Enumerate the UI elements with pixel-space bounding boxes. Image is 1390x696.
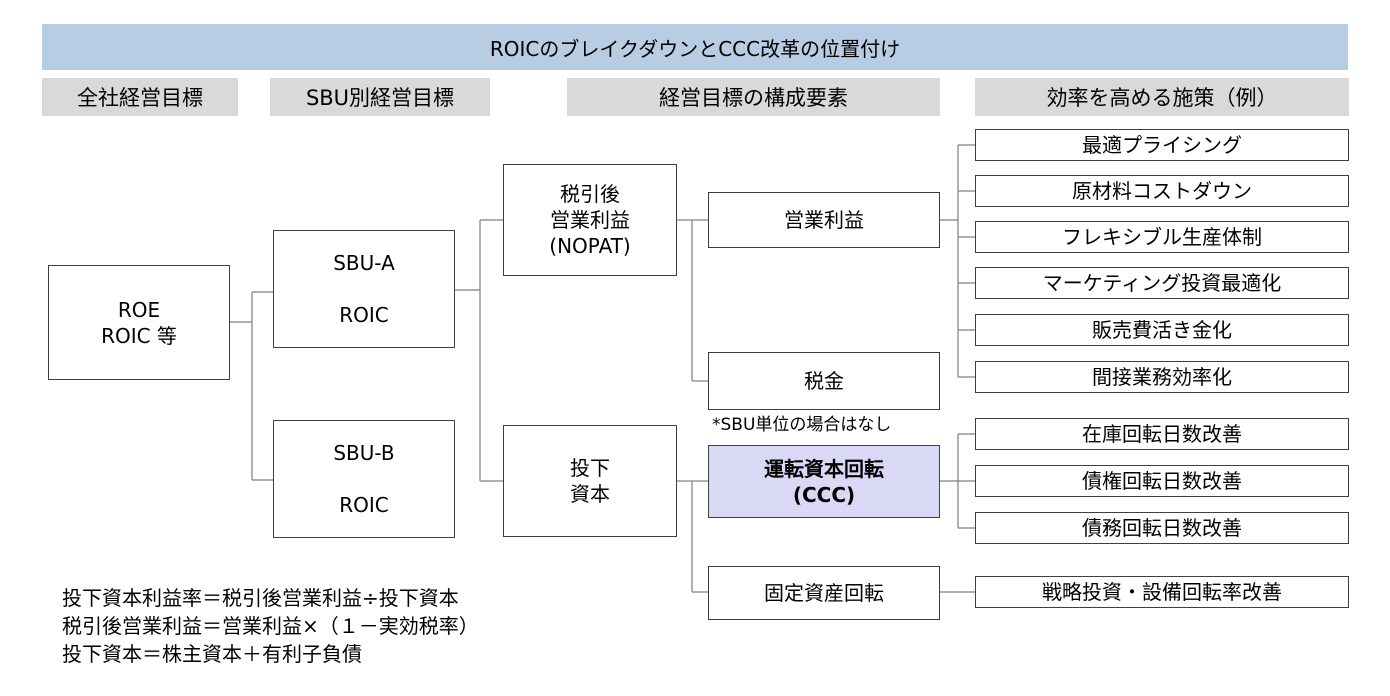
node-invested-capital: 投下 資本 (503, 425, 677, 537)
node-roe-roic: ROE ROIC 等 (48, 265, 230, 380)
formula-nopat: 税引後営業利益＝営業利益×（１－実効税率） (62, 614, 479, 638)
node-operating-profit: 営業利益 (708, 192, 940, 248)
measure-marketing-investment: マーケティング投資最適化 (975, 267, 1349, 299)
measure-payable-days: 債務回転日数改善 (975, 512, 1349, 544)
measure-material-cost-down: 原材料コストダウン (975, 175, 1349, 207)
formula-list: 投下資本利益率＝税引後営業利益÷投下資本 税引後営業利益＝営業利益×（１－実効税… (62, 584, 479, 668)
ccc-line2: (CCC) (792, 482, 856, 507)
formula-invested-capital: 投下資本＝株主資本＋有利子負債 (62, 642, 362, 666)
measure-sales-expense: 販売費活き金化 (975, 314, 1349, 346)
node-fixed-asset-turnover: 固定資産回転 (708, 566, 940, 620)
tax-note: *SBU単位の場合はなし (712, 415, 892, 435)
header-components: 経営目標の構成要素 (567, 78, 940, 116)
capital-line1: 投下 (570, 456, 610, 480)
formula-roic: 投下資本利益率＝税引後営業利益÷投下資本 (62, 586, 459, 610)
node-nopat: 税引後 営業利益 (NOPAT) (503, 164, 677, 276)
measure-indirect-efficiency: 間接業務効率化 (975, 361, 1349, 393)
node-sbu-b: SBU-B ROIC (273, 420, 455, 538)
nopat-line2: 営業利益 (550, 208, 630, 232)
measure-optimal-pricing: 最適プライシング (975, 129, 1349, 161)
nopat-line3: (NOPAT) (549, 234, 631, 258)
nopat-line1: 税引後 (560, 182, 620, 206)
ccc-line1: 運転資本回転 (764, 456, 884, 481)
diagram-title: ROICのブレイクダウンとCCC改革の位置付け (42, 24, 1348, 70)
measure-inventory-days: 在庫回転日数改善 (975, 418, 1349, 450)
capital-line2: 資本 (570, 482, 610, 506)
header-measures: 効率を高める施策（例） (975, 78, 1349, 116)
header-company-goal: 全社経営目標 (42, 78, 238, 116)
measure-receivable-days: 債権回転日数改善 (975, 465, 1349, 497)
node-roe-label: ROE (117, 297, 161, 322)
sbu-a-label: SBU-A (333, 251, 395, 275)
node-working-capital-ccc: 運転資本回転 (CCC) (708, 445, 940, 518)
sbu-a-roic-label: ROIC (339, 303, 389, 327)
measure-flexible-production: フレキシブル生産体制 (975, 221, 1349, 253)
node-roic-label: ROIC 等 (101, 323, 177, 348)
sbu-b-roic-label: ROIC (339, 493, 389, 517)
header-sbu-goal: SBU別経営目標 (270, 78, 490, 116)
node-tax: 税金 (708, 352, 940, 410)
measure-strategic-investment: 戦略投資・設備回転率改善 (975, 576, 1349, 608)
sbu-b-label: SBU-B (333, 441, 395, 465)
node-sbu-a: SBU-A ROIC (273, 230, 455, 348)
